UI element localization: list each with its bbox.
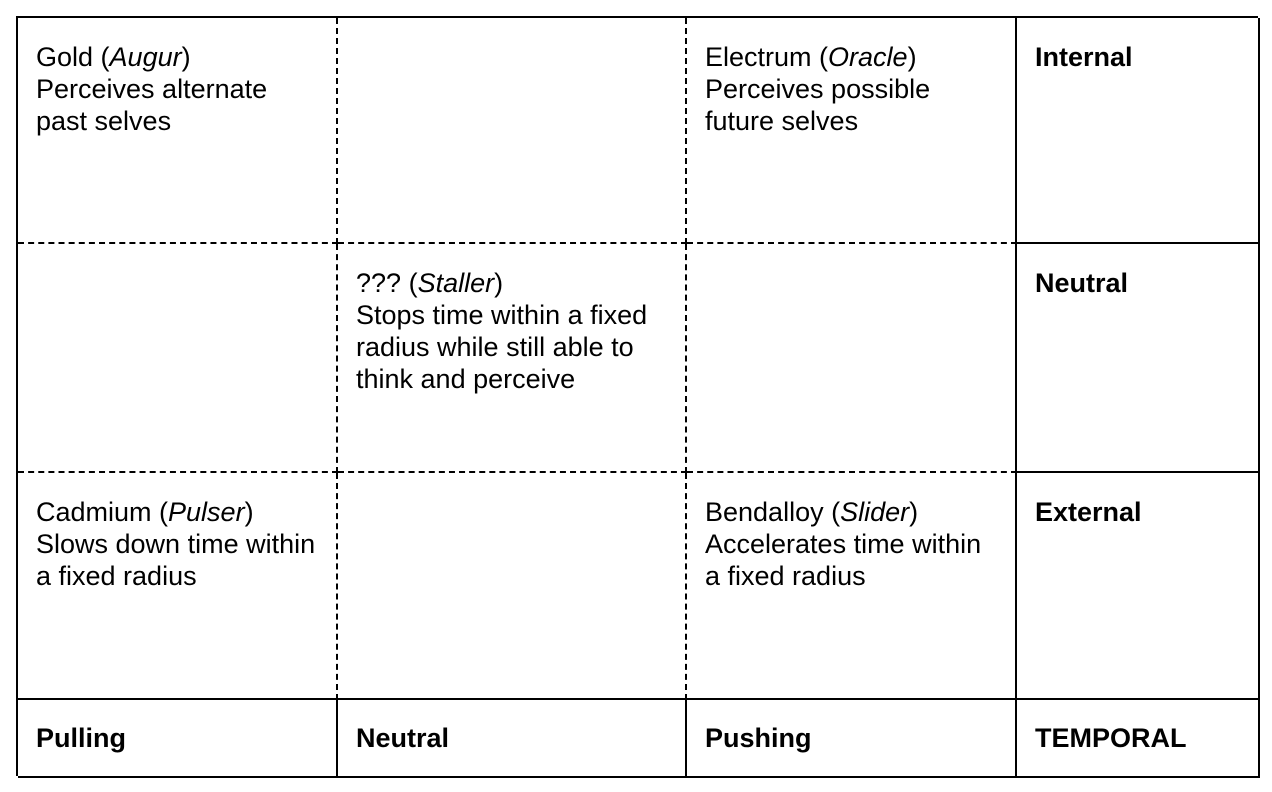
metal-title: ??? (Staller) — [356, 268, 504, 298]
cell-empty — [338, 473, 687, 700]
cell-empty — [18, 244, 338, 473]
metal-description: Perceives alternate past selves — [36, 74, 268, 136]
metal-title: Gold (Augur) — [36, 42, 191, 72]
row-label-external: External — [1017, 473, 1260, 700]
cell-empty — [338, 18, 687, 244]
row-label-internal: Internal — [1017, 18, 1260, 244]
metal-title: Electrum (Oracle) — [705, 42, 917, 72]
metal-description: Slows down time within a fixed radius — [36, 529, 316, 591]
metal-description: Perceives possible future selves — [705, 74, 931, 136]
cell-empty — [687, 244, 1017, 473]
corner-label-temporal: TEMPORAL — [1017, 700, 1260, 778]
metal-description: Stops time within a fixed radius while s… — [356, 300, 648, 394]
cell-gold: Gold (Augur) Perceives alternate past se… — [18, 18, 338, 244]
temporal-metals-table: Gold (Augur) Perceives alternate past se… — [16, 16, 1260, 778]
column-label-pushing: Pushing — [687, 700, 1017, 778]
metal-description: Accelerates time within a fixed radius — [705, 529, 982, 591]
cell-staller: ??? (Staller) Stops time within a fixed … — [338, 244, 687, 473]
cell-bendalloy: Bendalloy (Slider) Accelerates time with… — [687, 473, 1017, 700]
column-label-neutral: Neutral — [338, 700, 687, 778]
metal-title: Cadmium (Pulser) — [36, 497, 254, 527]
row-label-neutral: Neutral — [1017, 244, 1260, 473]
cell-cadmium: Cadmium (Pulser) Slows down time within … — [18, 473, 338, 700]
column-label-pulling: Pulling — [18, 700, 338, 778]
cell-electrum: Electrum (Oracle) Perceives possible fut… — [687, 18, 1017, 244]
metal-title: Bendalloy (Slider) — [705, 497, 919, 527]
